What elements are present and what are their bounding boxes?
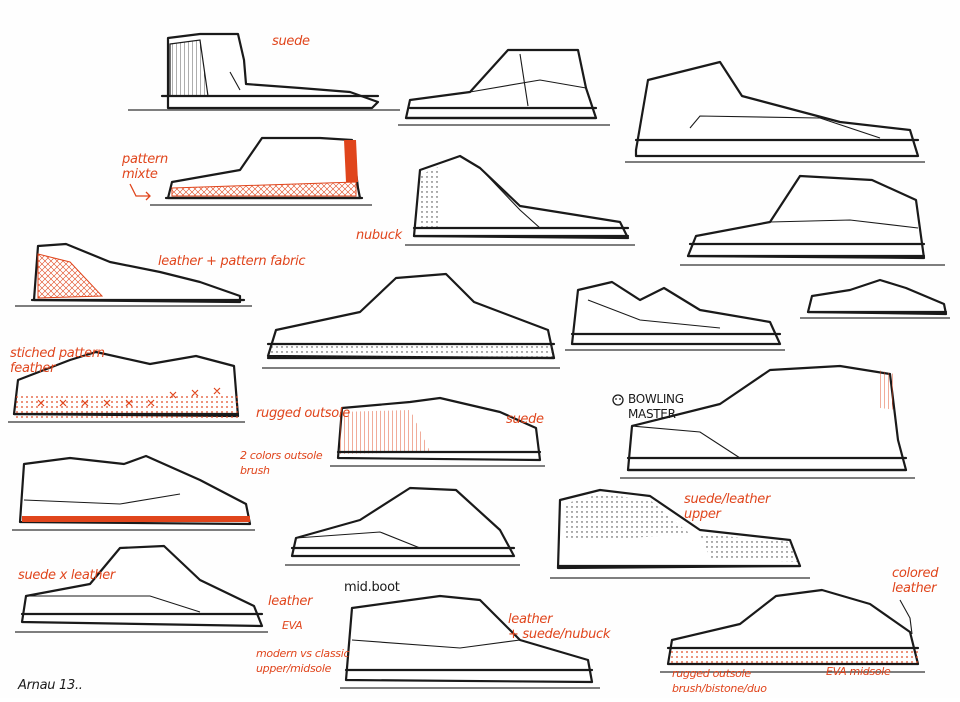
note-leather-left: leather <box>268 594 313 609</box>
shoe-suede-loafer <box>330 396 545 467</box>
shoe-chukka-boot <box>398 48 610 126</box>
note-leather-suede-nubuck: leather + suede/nubuck <box>508 612 611 642</box>
shoe-leather-pattern-fabric <box>15 242 252 307</box>
shoe-runner-left <box>12 454 255 531</box>
note-suede-leather-upper: suede/leather upper <box>684 492 770 522</box>
shoe-suede-x-leather <box>15 544 268 633</box>
note-colored-leather: colored leather <box>892 566 939 596</box>
note-pattern-mixte: pattern mixte <box>122 152 168 182</box>
note-modern-vs-classic: modern vs classic upper/midsole <box>256 647 350 675</box>
arrow-icon <box>129 183 151 201</box>
note-mid-boot: mid.boot <box>344 580 400 595</box>
shoe-high-top-suede <box>128 32 400 111</box>
shoe-sneaker-small <box>565 280 785 351</box>
shoe-sneaker-tiny <box>800 278 950 319</box>
shoe-suede-leather-upper <box>550 488 810 579</box>
note-rugged-outsole: rugged outsole <box>256 406 350 421</box>
note-leather-pattern-fabric: leather + pattern fabric <box>158 254 306 269</box>
note-eva-left: EVA <box>282 619 303 632</box>
shoe-mid-boot <box>340 594 600 689</box>
shoe-chukka-center <box>285 486 520 566</box>
note-nubuck: nubuck <box>356 228 402 243</box>
bowling-logo-icon <box>612 394 624 406</box>
shoe-boot-center-3 <box>262 272 560 369</box>
shoe-nubuck-boot <box>405 154 635 246</box>
shoe-boot-right-2 <box>680 174 945 266</box>
note-suede-mid: suede <box>506 412 544 427</box>
shoe-colored-leather <box>660 588 925 673</box>
note-rugged-outsole-bottom: rugged outsole brush/bistone/duo <box>672 667 767 695</box>
shoe-boot-right-top <box>625 60 925 163</box>
note-suede-x-leather: suede x leather <box>18 568 115 583</box>
note-bowling-master: BOWLING MASTER <box>628 392 684 421</box>
note-stiched-pattern: stiched pattern feather <box>10 346 105 376</box>
note-suede-top: suede <box>272 34 310 49</box>
signature: Arnau 13.. <box>18 678 83 693</box>
stitch-crosses <box>37 387 221 407</box>
shoe-bowling-master <box>620 364 915 479</box>
note-two-colors: 2 colors outsole brush <box>240 449 323 477</box>
shoe-stiched-pattern <box>8 350 245 423</box>
note-eva-midsole: EVA midsole <box>826 665 891 678</box>
shoe-pattern-mixte <box>150 136 372 206</box>
